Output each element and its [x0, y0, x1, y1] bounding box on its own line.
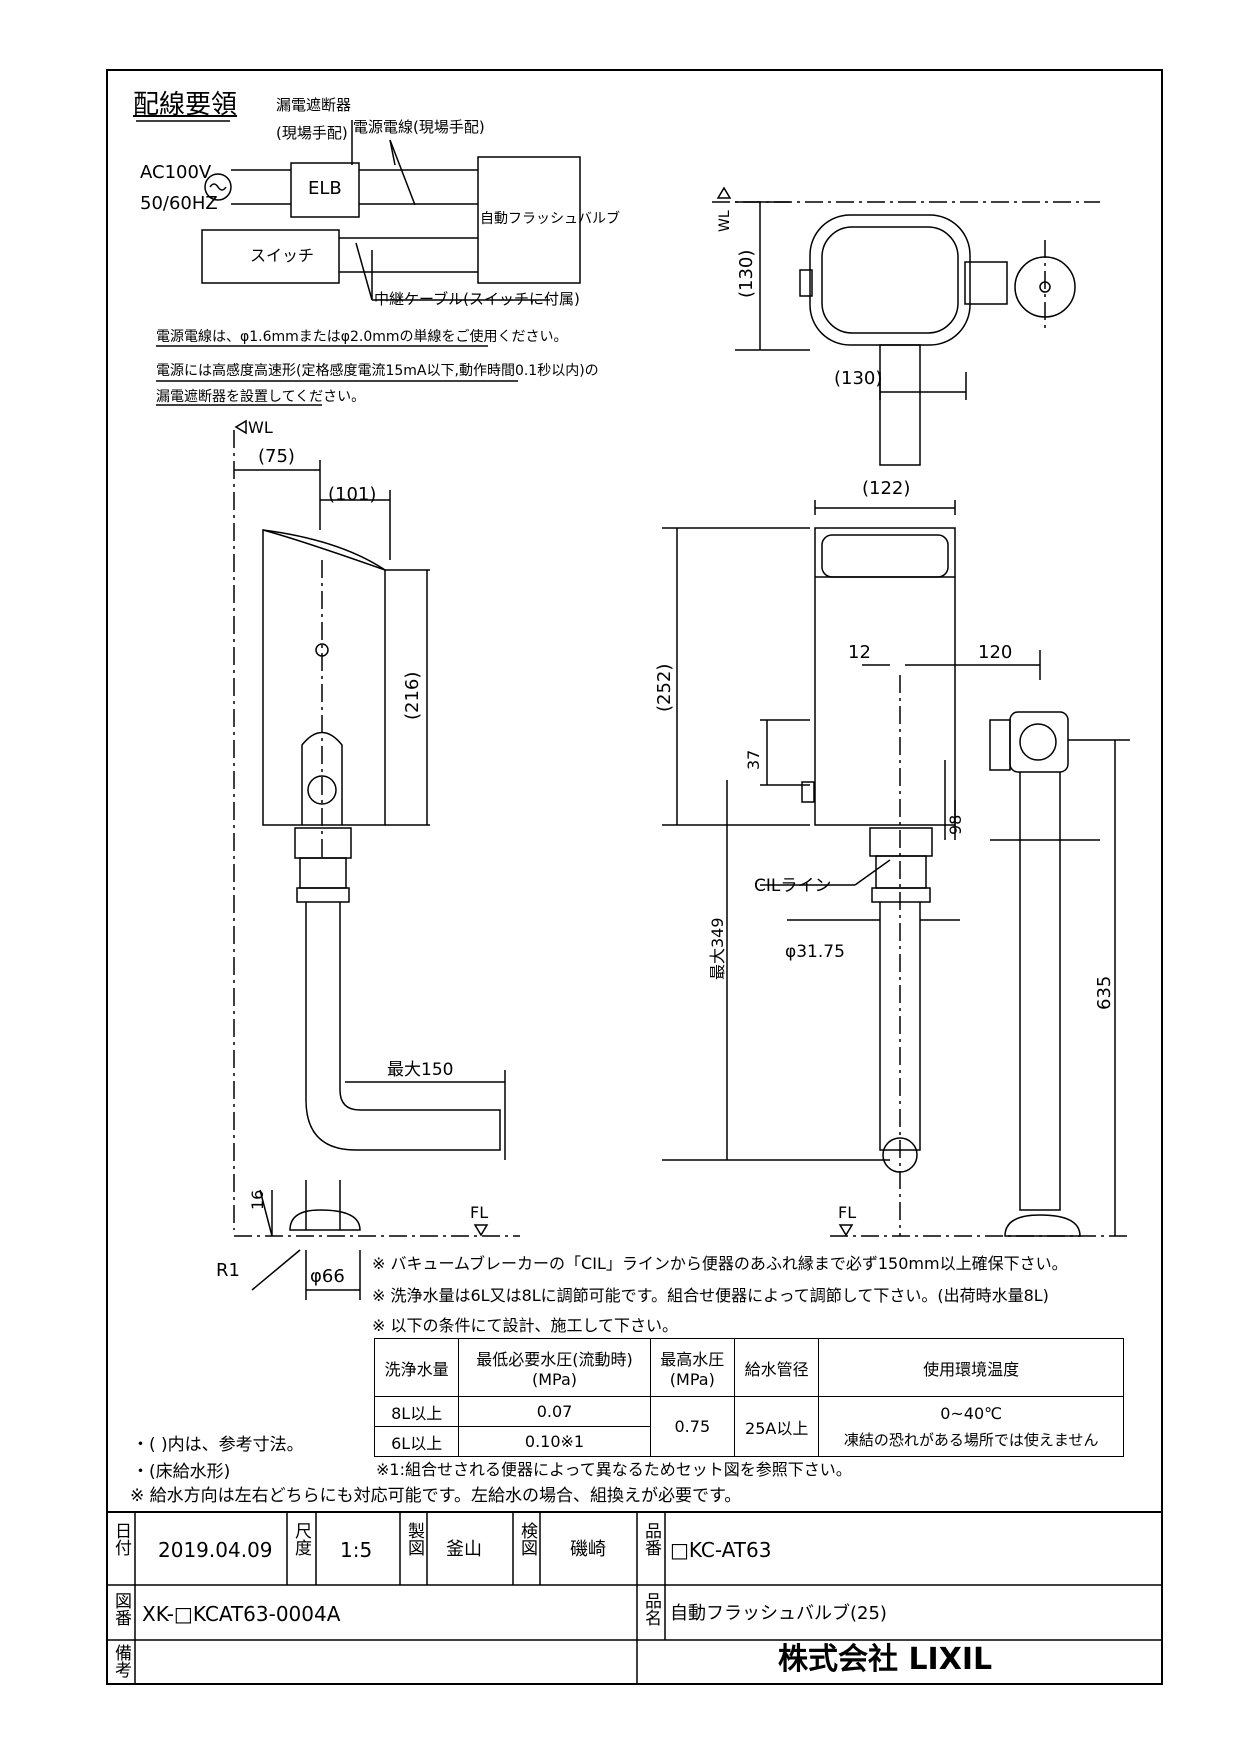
wl-top-label: WL	[717, 210, 733, 232]
dim-122: (122)	[862, 478, 911, 499]
dim-130-vertical: (130)	[736, 249, 757, 298]
dim-12: 12	[848, 642, 871, 663]
valve-box-label: 自動フラッシュバルブ	[480, 211, 620, 227]
top-view	[712, 186, 1100, 466]
switch-box-label: スイッチ	[250, 246, 315, 265]
front-view-body	[814, 527, 956, 826]
dim-66: φ66	[310, 1266, 345, 1287]
spec-cell-pipe: 25A以上	[733, 1396, 820, 1457]
company-logo: 株式会社 LIXIL	[778, 1642, 993, 1677]
dim-16: 16	[248, 1189, 267, 1210]
elb-label: 漏電遮断器	[276, 96, 352, 114]
spec-header-min-pressure: 最低必要水圧(流動時)(MPa)	[458, 1338, 651, 1397]
dim-120: 120	[978, 642, 1013, 663]
dim-216: (216)	[402, 671, 423, 720]
drawn-value: 釜山	[446, 1539, 482, 1560]
wiring-note-1: 電源電線は、φ1.6mmまたはφ2.0mmの単線をご使用ください。	[156, 329, 568, 345]
max-150-label: 最大150	[387, 1060, 454, 1080]
checked-label: 検図	[517, 1522, 537, 1556]
valve-box	[477, 156, 581, 284]
sheet-border	[106, 69, 1163, 1685]
cil-line-label: CILライン	[754, 876, 832, 896]
drawing-no-label: 図番	[111, 1592, 131, 1626]
bottom-note: ※ 給水方向は左右どちらにも対応可能です。左給水の場合、組換えが必要です。	[130, 1486, 742, 1506]
name-label: 品名	[641, 1592, 661, 1626]
dim-31-75: φ31.75	[785, 942, 845, 962]
spec-cell-max-pressure: 0.75	[649, 1396, 736, 1457]
dim-635: 635	[1094, 975, 1115, 1010]
wl-side-label: WL	[248, 418, 273, 437]
dim-37: 37	[744, 749, 763, 770]
dim-130-horizontal: (130)	[834, 368, 883, 389]
checked-value: 磯崎	[570, 1539, 606, 1560]
dim-75: (75)	[258, 446, 295, 467]
wiring-diagram	[136, 120, 581, 406]
top-view-body	[809, 214, 971, 346]
dim-98: 98	[946, 814, 965, 835]
scale-value: 1:5	[340, 1538, 373, 1562]
elb-box	[290, 162, 360, 218]
side-view-body	[262, 529, 386, 826]
part-no-value: □KC-AT63	[670, 1538, 772, 1562]
spec-header-max-pressure: 最高水圧(MPa)	[649, 1338, 736, 1397]
ac-voltage: AC100V	[140, 162, 212, 183]
frequency: 50/60HZ	[140, 193, 218, 214]
r1-label: R1	[216, 1260, 240, 1281]
dim-101: (101)	[328, 484, 377, 505]
relay-cable-label: 中継ケーブル(スイッチに付属)	[374, 290, 580, 308]
elb-box-label: ELB	[308, 178, 342, 199]
scale-label: 尺度	[291, 1522, 311, 1556]
side-view	[233, 419, 520, 1300]
spec-header-temp: 使用環境温度	[818, 1338, 1124, 1397]
wiring-title: 配線要領	[133, 90, 238, 120]
max-349-label: 最大349	[708, 917, 727, 980]
title-block-grid	[107, 1512, 1162, 1684]
name-value: 自動フラッシュバルブ(25)	[670, 1603, 887, 1624]
drawing-no-value: XK-□KCAT63-0004A	[142, 1602, 341, 1626]
spec-table: 洗浄水量 最低必要水圧(流動時)(MPa) 最高水圧(MPa) 給水管径 使用環…	[373, 1338, 1124, 1457]
date-label: 日付	[111, 1522, 131, 1556]
left-note-1: ・( )内は、参考寸法。	[132, 1435, 304, 1455]
spec-header-volume: 洗浄水量	[373, 1338, 460, 1397]
note-3: ※ 以下の条件にて設計、施工して下さい。	[372, 1316, 679, 1335]
spec-cell-8l: 8L以上	[373, 1396, 460, 1427]
spec-cell-6l-pressure: 0.10※1	[458, 1426, 651, 1457]
switch-box	[201, 229, 340, 284]
fl-front-label: FL	[838, 1203, 857, 1222]
left-note-2: ・(床給水形)	[132, 1462, 231, 1482]
drawn-label: 製図	[404, 1522, 424, 1556]
note-2: ※ 洗浄水量は6L又は8Lに調節可能です。組合せ便器によって調節して下さい。(出…	[372, 1286, 1049, 1305]
remarks-label: 備考	[111, 1644, 131, 1678]
dim-252: (252)	[654, 663, 675, 712]
elb-note: (現場手配)	[276, 124, 348, 142]
wiring-note-3: 漏電遮断器を設置してください。	[156, 389, 366, 405]
spec-header-pipe: 給水管径	[733, 1338, 820, 1397]
note-1: ※ バキュームブレーカーの「CIL」ラインから便器のあふれ縁まで必ず150mm以…	[372, 1254, 1068, 1273]
spec-cell-6l: 6L以上	[373, 1426, 460, 1457]
fl-side-label: FL	[470, 1203, 489, 1222]
footnote: ※1:組合せされる便器によって異なるためセット図を参照下さい。	[376, 1460, 852, 1479]
front-view	[662, 500, 1130, 1237]
part-no-label: 品番	[641, 1522, 661, 1556]
wiring-note-2: 電源には高感度高速形(定格感度電流15mA以下,動作時間0.1秒以内)の	[156, 363, 599, 379]
front-view-fitting	[1009, 711, 1069, 773]
date-value: 2019.04.09	[158, 1538, 273, 1562]
spec-cell-8l-pressure: 0.07	[458, 1396, 651, 1427]
power-cable-label: 電源電線(現場手配)	[353, 118, 485, 136]
